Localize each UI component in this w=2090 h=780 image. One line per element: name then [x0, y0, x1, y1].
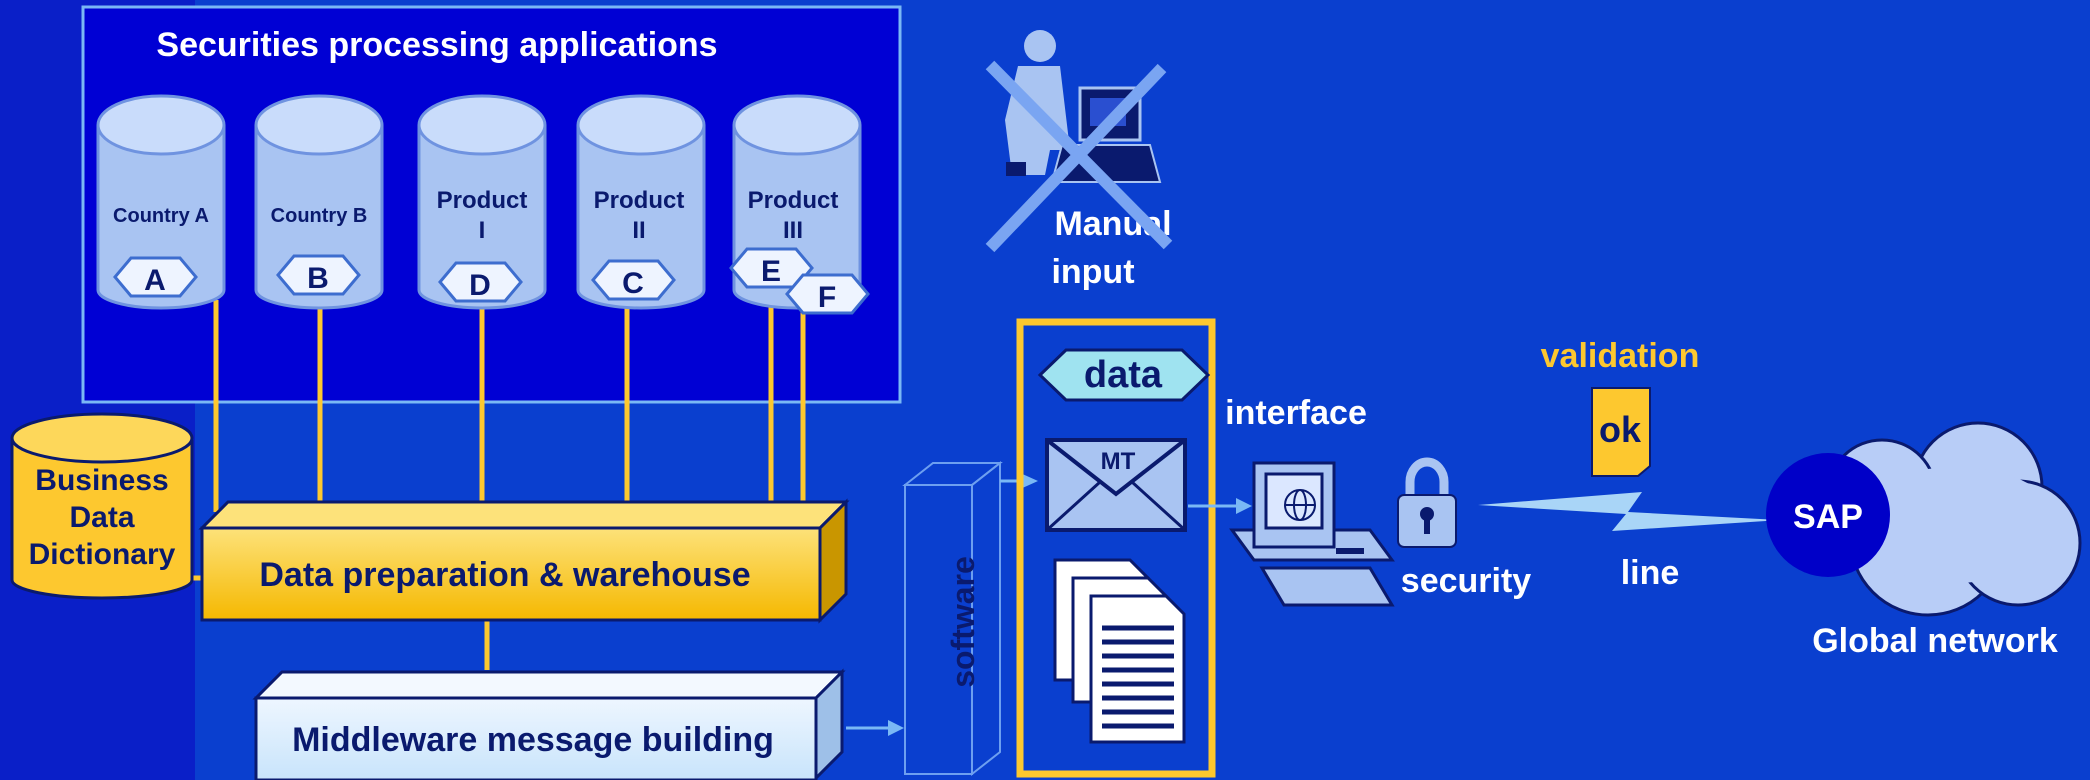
- database-label-line-1: Product: [594, 187, 685, 214]
- database-country-b: Country B B: [254, 94, 384, 310]
- dictionary-cylinder-body: [10, 440, 194, 600]
- software-front: [904, 484, 973, 775]
- software-label: software: [945, 556, 981, 688]
- cloud-icon: [1826, 421, 2082, 617]
- tag-letter: D: [469, 269, 491, 302]
- cylinder-top: [732, 94, 862, 156]
- validation-ok-label: ok: [1599, 409, 1642, 450]
- global-network-label: Global network: [1812, 622, 2058, 660]
- mt-label: MT: [1101, 448, 1136, 475]
- database-product-3: Product III E F: [729, 94, 870, 315]
- database-label: Country A: [113, 205, 209, 227]
- data-tag-label: data: [1084, 354, 1163, 396]
- database-connectors: [190, 300, 806, 670]
- warehouse-label: Data preparation & warehouse: [259, 556, 750, 594]
- validation-label: validation: [1541, 337, 1700, 375]
- dictionary-label-line-2: Data: [69, 501, 134, 534]
- paper-documents-icon: [1053, 558, 1186, 744]
- database-product-2: Product II C: [576, 94, 706, 310]
- applications-box-title: Securities processing applications: [156, 26, 717, 64]
- warehouse-front: [200, 526, 822, 622]
- middleware-box: Middleware message building: [252, 668, 846, 780]
- tag-hexagon: [113, 256, 198, 298]
- computer-terminal-icon: [1229, 461, 1395, 607]
- cylinder-top: [576, 94, 706, 156]
- tag-hexagon: [591, 259, 676, 301]
- lightning-line-icon: [1478, 492, 1780, 531]
- tag-letter: B: [307, 262, 329, 295]
- cylinder-top: [96, 94, 226, 156]
- middleware-top: [252, 670, 846, 700]
- dictionary-label-line-1: Business: [35, 464, 168, 497]
- software-box: software: [902, 460, 1003, 777]
- cylinder-top: [417, 94, 547, 156]
- database-label: Country B: [271, 205, 368, 227]
- tag-letter-e: E: [761, 255, 781, 288]
- database-label-line-1: Product: [437, 187, 528, 214]
- tag-hexagon-e: [729, 247, 814, 289]
- tag-hexagon: [276, 254, 361, 296]
- tag-letter: A: [144, 264, 166, 297]
- arrow-middleware-software: [846, 720, 904, 736]
- mt-envelope-icon: [1045, 438, 1187, 532]
- database-label-line-2: II: [632, 217, 645, 244]
- middleware-front: [254, 696, 818, 780]
- interface-label: interface: [1225, 394, 1367, 432]
- dictionary-label-line-3: Dictionary: [29, 538, 176, 571]
- middleware-label: Middleware message building: [292, 721, 774, 759]
- dictionary-cylinder-top: [10, 412, 194, 464]
- validation-ok-badge: ok: [1591, 387, 1651, 477]
- database-label-line-2: III: [783, 217, 803, 244]
- tag-hexagon-f: [785, 273, 870, 315]
- business-data-dictionary: Business Data Dictionary: [10, 412, 194, 600]
- tag-hexagon: [438, 261, 523, 303]
- security-label: security: [1401, 562, 1531, 600]
- cylinder-top: [254, 94, 384, 156]
- tag-letter-f: F: [818, 281, 836, 314]
- data-tag: [1037, 348, 1211, 402]
- arrow-formats-interface: [1188, 498, 1252, 514]
- warehouse-top: [198, 500, 850, 530]
- database-country-a: Country A A: [96, 94, 226, 310]
- cross-out-icon: [985, 60, 1173, 253]
- database-product-1: Product I D: [417, 94, 547, 310]
- sap-label: SAP: [1793, 498, 1863, 536]
- message-formats-frame: data MT: [1016, 318, 1216, 778]
- line-label: line: [1621, 554, 1680, 592]
- tag-letter: C: [622, 267, 644, 300]
- database-label-line-1: Product: [748, 187, 839, 214]
- warehouse-box: Data preparation & warehouse: [198, 498, 850, 624]
- manual-input: Manual input: [985, 30, 1173, 291]
- manual-input-line-2: input: [1051, 253, 1134, 291]
- lock-icon: [1397, 457, 1457, 548]
- formats-border: [1016, 318, 1216, 778]
- cylinder-body: [417, 125, 547, 310]
- sap-circle: [1766, 453, 1890, 577]
- sap-node: SAP: [1766, 453, 1890, 577]
- database-label-line-2: I: [479, 217, 486, 244]
